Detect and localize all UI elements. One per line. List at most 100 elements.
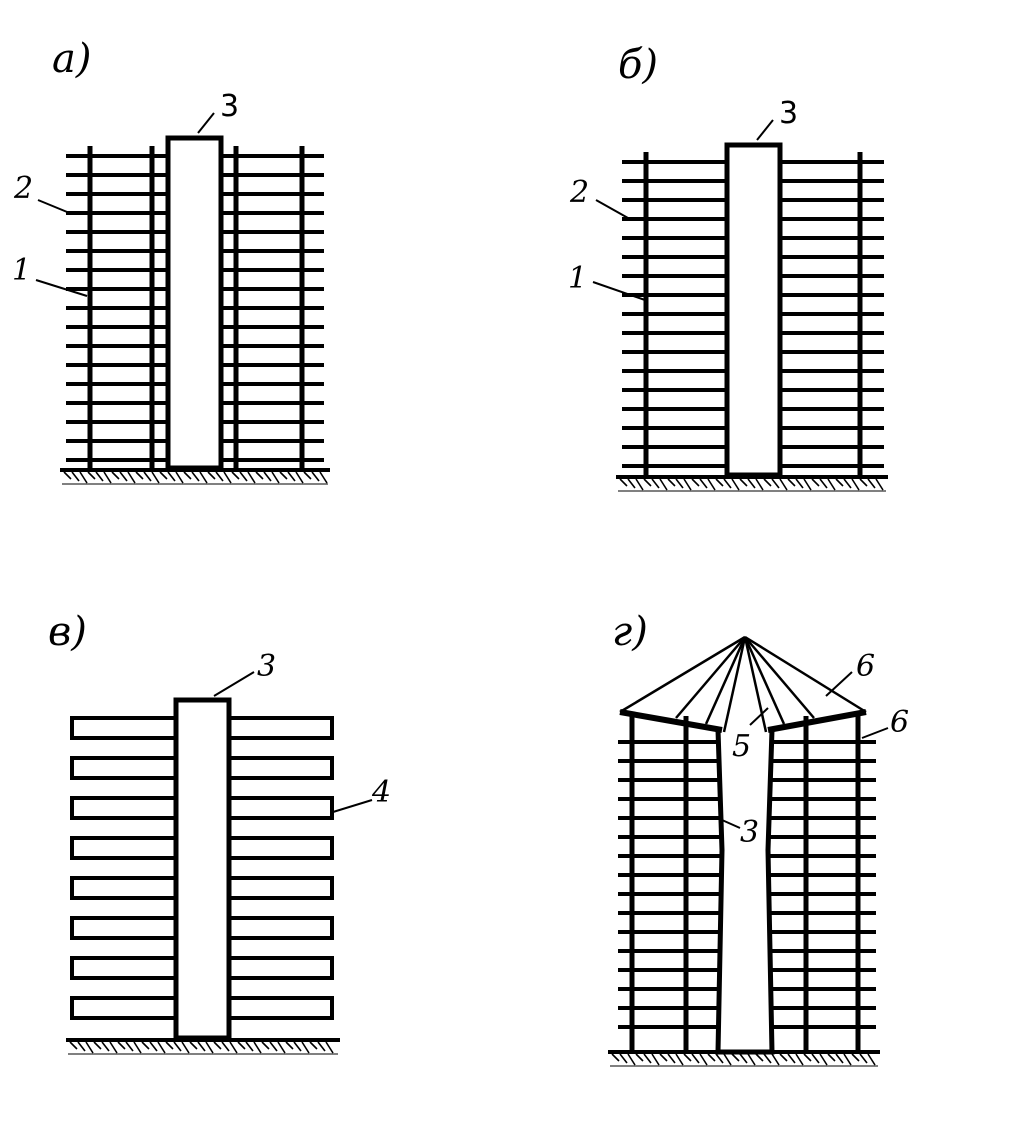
- panel-a-leader-3: [197, 112, 215, 134]
- panel-g-cable-6: [704, 636, 747, 725]
- panel-a-ground-hatch: [191, 471, 200, 482]
- panel-a-ground-hatch: [71, 471, 80, 482]
- panel-g-ground-hatch: [643, 1053, 652, 1064]
- panel-a-ground-hatch: [63, 471, 72, 480]
- panel-a-callout-2: 2: [13, 171, 33, 206]
- panel-a-ground-hatch: [79, 471, 88, 484]
- panel-g-label: г): [612, 609, 648, 655]
- panel-v-ground-hatch: [189, 1041, 198, 1050]
- panel-g-eave-5: [619, 709, 723, 733]
- panel-v-frame-left: [70, 836, 178, 860]
- panel-g-ground-hatch: [707, 1053, 716, 1062]
- panel-v-ground-hatch: [229, 1041, 238, 1054]
- panel-v-frame-right: [227, 956, 334, 980]
- panel-v-frame-right: [227, 716, 334, 740]
- panel-a-ground-hatch: [175, 471, 184, 484]
- panel-a-callout-3: 3: [220, 89, 239, 124]
- panel-v-frame-right: [227, 876, 334, 900]
- panel-a-ground-hatch: [231, 471, 240, 480]
- panel-a-ground-hatch: [263, 471, 272, 482]
- panel-a-leader-1: [35, 279, 88, 297]
- panel-a-ground-hatch: [199, 471, 208, 484]
- panel-b-scaffold: [622, 152, 884, 477]
- panel-a-ground-hatch: [279, 471, 288, 480]
- panel-a-ground-hatch: [319, 471, 328, 484]
- panel-a-ground-hatch: [159, 471, 168, 480]
- panel-g-ground-hatch: [811, 1053, 820, 1064]
- panel-g-ground-hatch: [683, 1053, 692, 1062]
- panel-g-ground-hatch: [723, 1053, 732, 1066]
- panel-g-callout-6b: 6: [890, 705, 909, 740]
- panel-g-ground-hatch: [659, 1053, 668, 1062]
- panel-v-frame-left: [70, 876, 178, 900]
- panel-v-ground-hatch: [117, 1041, 126, 1050]
- panel-g-ground-hatch: [635, 1053, 644, 1062]
- panel-v-frame-left: [70, 996, 178, 1020]
- panel-b-ground-hatch: [675, 478, 684, 489]
- panel-g-callout-6a: 6: [856, 649, 875, 684]
- panel-b-ground-hatch: [635, 478, 644, 491]
- panel-v-ground-hatch: [125, 1041, 134, 1052]
- panel-g: г) 5 6 6 3: [608, 609, 909, 1067]
- panel-g-leader-6a: [825, 671, 853, 697]
- panel-b-ground-hatch: [691, 478, 700, 487]
- panel-v-callout-3: 3: [257, 649, 276, 684]
- panel-a-ground-hatch: [223, 471, 232, 484]
- panel-g-ground-hatch: [795, 1053, 804, 1066]
- panel-v-ground-hatch: [85, 1041, 94, 1054]
- panel-b-label: б): [618, 42, 658, 88]
- panel-a-ground-hatch: [135, 471, 144, 480]
- panel-g-ground-hatch: [859, 1053, 868, 1064]
- panel-b-ground-hatch: [699, 478, 708, 489]
- panel-b-structure-3: [724, 142, 783, 478]
- panel-g-ground-hatch: [611, 1053, 620, 1062]
- panel-v-ground-hatch: [269, 1041, 278, 1052]
- panel-a-label: а): [52, 36, 91, 82]
- panel-a-ground-hatch: [247, 471, 256, 484]
- panel-g-ground-hatch: [827, 1053, 836, 1062]
- panel-g-cable-6: [675, 636, 746, 719]
- panel-v-ground-hatch: [69, 1041, 78, 1050]
- panel-a-scaffold: [66, 146, 324, 470]
- panel-a-ground-hatch: [143, 471, 152, 482]
- panel-v-frame-right: [227, 836, 334, 860]
- panel-v-ground-hatch: [197, 1041, 206, 1052]
- panel-g-eave-5: [767, 709, 867, 733]
- panel-a-ground-hatch: [255, 471, 264, 480]
- panel-g-ground-hatch: [739, 1053, 748, 1064]
- panel-v-ground-hatch: [285, 1041, 294, 1050]
- panel-g-callout-5: 5: [732, 729, 751, 764]
- panel-g-ground-hatch: [651, 1053, 660, 1066]
- panel-v-frame-right: [227, 756, 334, 780]
- panel-a-ground-hatch: [60, 468, 330, 485]
- panel-v-ground-hatch: [277, 1041, 286, 1054]
- panel-v-frame-left: [70, 756, 178, 780]
- panel-g-cable-6: [744, 635, 867, 714]
- panel-v: в) 3 4: [48, 609, 391, 1055]
- panel-v-ground-hatch: [66, 1038, 340, 1055]
- panel-v-ground-hatch: [237, 1041, 246, 1050]
- panel-g-leader-6b: [861, 727, 889, 739]
- panel-b-ground-hatch: [619, 478, 628, 487]
- panel-b-ground-hatch: [803, 478, 812, 491]
- panel-g-cable-6: [619, 635, 746, 714]
- panel-a-ground-hatch: [215, 471, 224, 482]
- panel-g-callout-3: 3: [740, 815, 759, 850]
- panel-v-ground-hatch: [301, 1041, 310, 1054]
- panel-b-ground-hatch: [827, 478, 836, 491]
- panel-v-ground-hatch: [325, 1041, 334, 1054]
- panel-a-ground-hatch: [183, 471, 192, 480]
- panel-g-ground-hatch: [843, 1053, 852, 1066]
- panel-g-structure-3: [715, 729, 775, 1055]
- panel-g-ground-hatch: [835, 1053, 844, 1064]
- panel-g-ground-hatch: [627, 1053, 636, 1066]
- panel-v-leader-3: [213, 671, 255, 697]
- panel-g-leader-3: [721, 819, 741, 829]
- panel-v-frame-left: [70, 716, 178, 740]
- panel-a-ground-hatch: [287, 471, 296, 482]
- panel-v-frame-right: [227, 996, 334, 1020]
- panel-b-ground-hatch: [616, 475, 888, 492]
- panel-a-ground-hatch: [303, 471, 312, 480]
- panel-v-ground-hatch: [309, 1041, 318, 1050]
